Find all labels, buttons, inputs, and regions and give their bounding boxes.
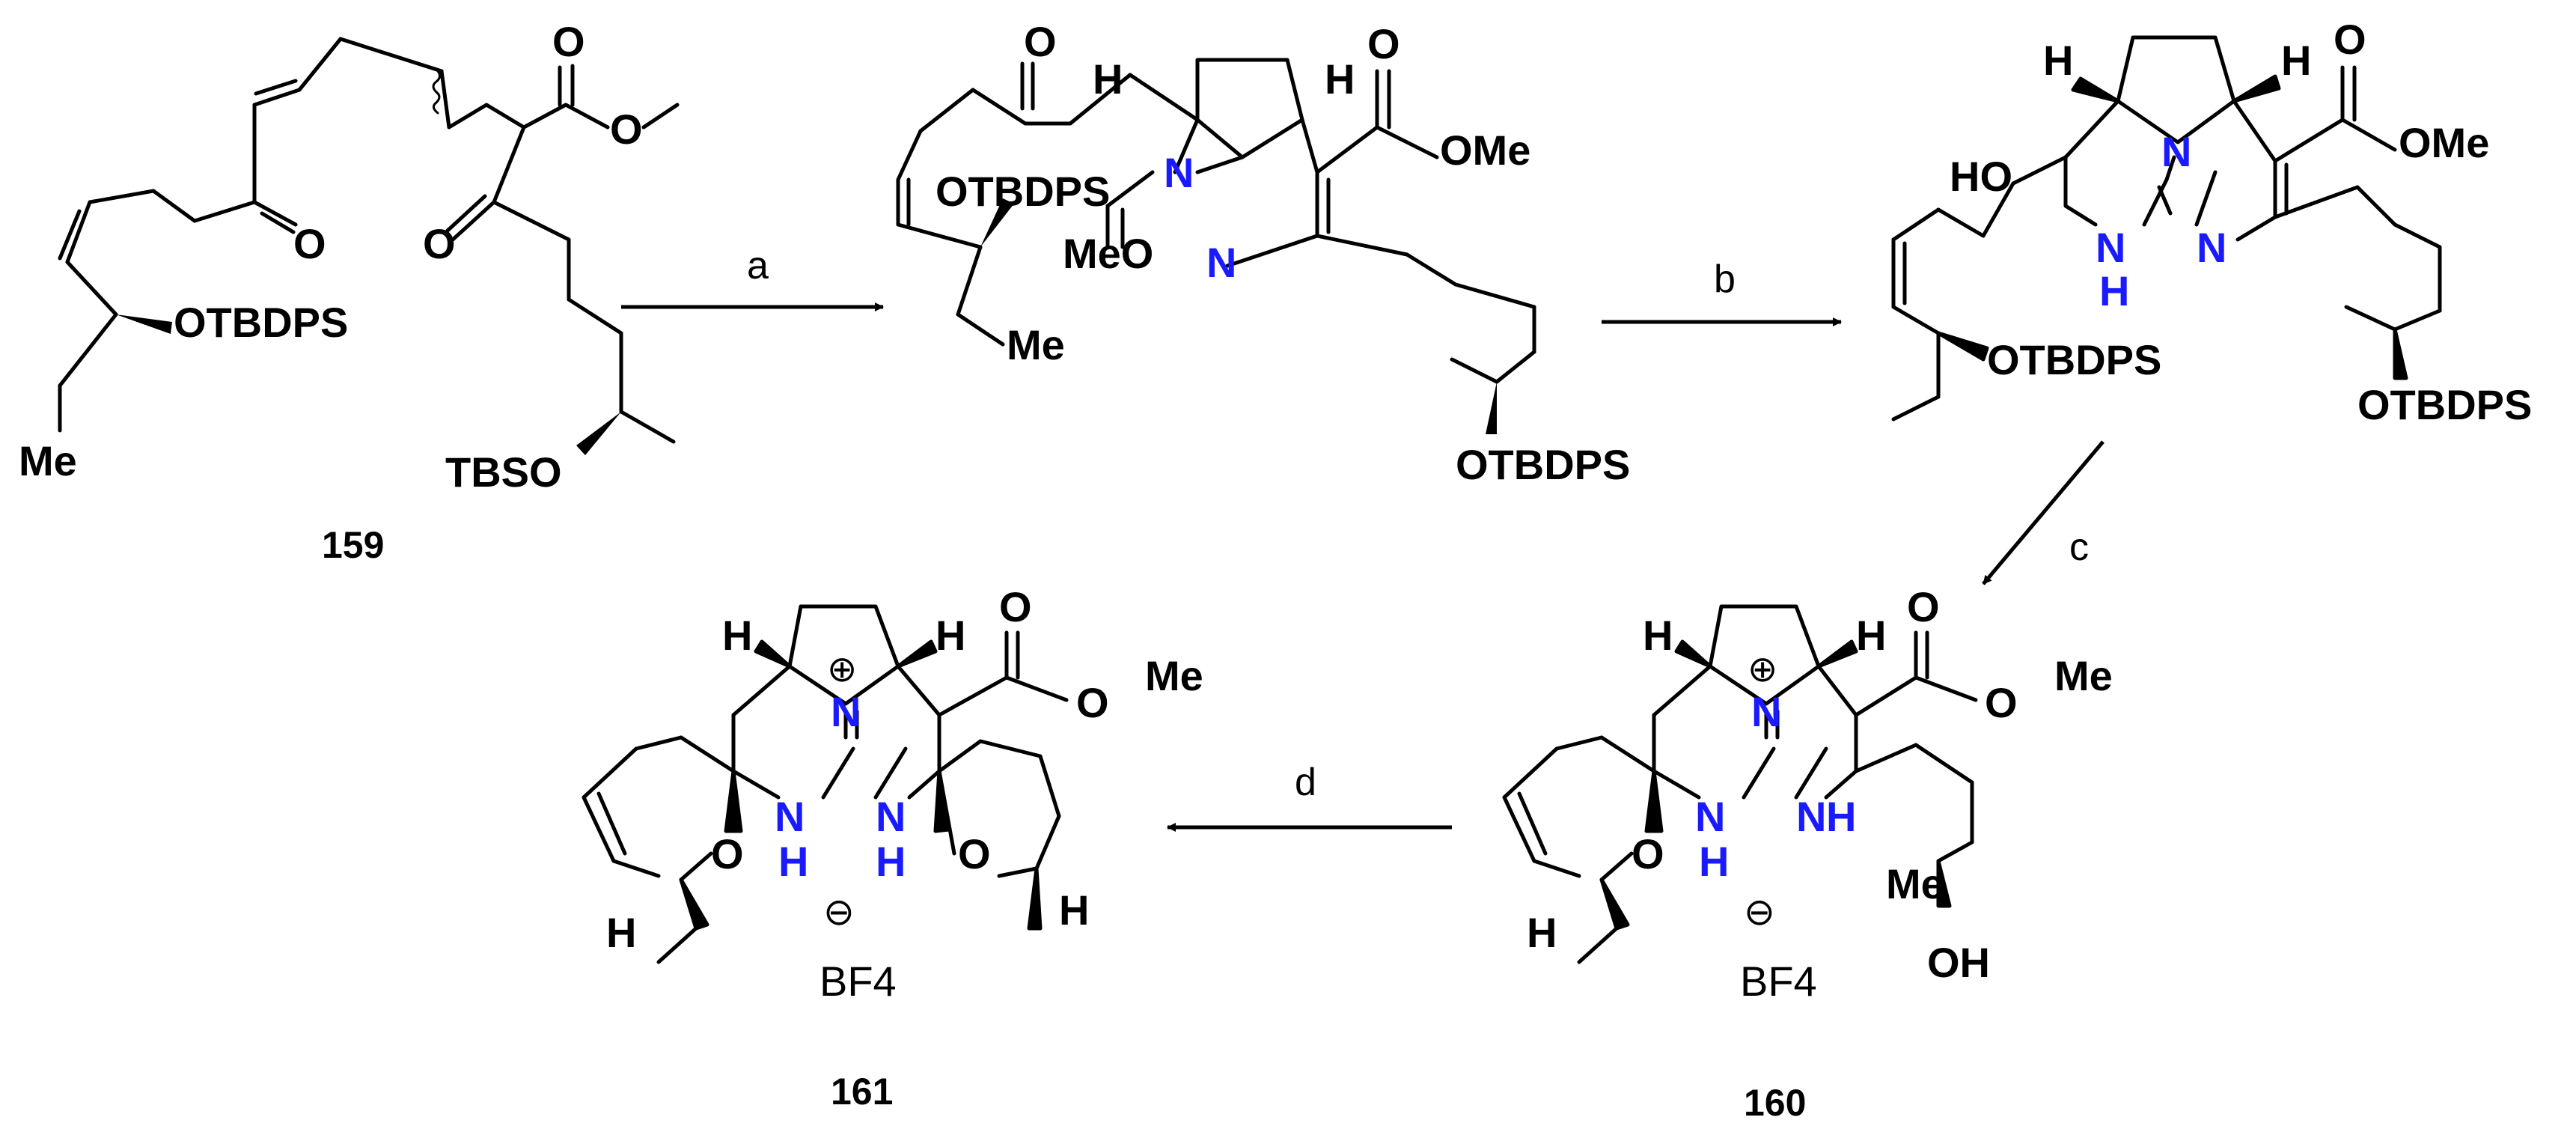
compound-160-labels: H H ⊕ N O O Me N H N H O ⊖ BF4 H Me OH 1… bbox=[1527, 583, 2113, 1124]
label-160-counterion-charge: ⊖ bbox=[1744, 891, 1775, 933]
intermediate-b-labels: H H N O OMe HO N H N OTBDPS OTBDPS bbox=[1950, 16, 2532, 428]
label-a-n-imine: N bbox=[1206, 239, 1236, 286]
label-161-counterion-charge: ⊖ bbox=[823, 891, 855, 933]
label-161-n-ring: N bbox=[831, 688, 861, 735]
label-159-o-ester-carbonyl: O bbox=[552, 18, 585, 65]
label-159-o-enone: O bbox=[293, 220, 326, 267]
label-a-o-ketone: O bbox=[1024, 18, 1057, 65]
label-a-h-left: H bbox=[1093, 55, 1123, 103]
label-161-h-stereo-right: H bbox=[1059, 886, 1089, 934]
label-161-h-stereo-left: H bbox=[606, 909, 636, 956]
intermediate-b bbox=[1891, 35, 2442, 422]
label-161-o-ether: O bbox=[1076, 679, 1109, 726]
label-160-n-ring: N bbox=[1751, 688, 1781, 735]
label-160-plus: ⊕ bbox=[1748, 650, 1777, 690]
label-a-n-ring: N bbox=[1164, 149, 1194, 196]
label-b-ho: HO bbox=[1950, 153, 2012, 200]
label-b-n-imine: N bbox=[2197, 224, 2226, 271]
label-160-me-side: Me bbox=[1886, 860, 1944, 907]
arrow-step-a: a bbox=[621, 244, 884, 311]
label-160-o-carbonyl: O bbox=[1907, 583, 1940, 630]
label-161-nh1-h: H bbox=[778, 838, 808, 885]
compound-160 bbox=[1502, 604, 1978, 964]
label-b-otbdps-right: OTBDPS bbox=[2357, 381, 2532, 428]
label-161-counterion: BF4 bbox=[820, 958, 897, 1005]
intermediate-a-labels: O H H N O OMe OTBDPS MeO N Me OTBDPS bbox=[936, 18, 1630, 488]
label-160-counterion: BF4 bbox=[1740, 958, 1817, 1005]
label-161-o-carbonyl: O bbox=[999, 583, 1032, 630]
arrow-step-c: c bbox=[1982, 440, 2105, 585]
label-159-me: Me bbox=[19, 437, 77, 484]
compound-161 bbox=[582, 604, 1069, 964]
label-a-o-ester: O bbox=[1367, 20, 1400, 67]
label-b-nh-h: H bbox=[2099, 267, 2129, 314]
label-159-tbso: TBSO bbox=[445, 448, 562, 496]
label-a-meo: MeO bbox=[1063, 230, 1153, 277]
label-b-otbdps-left: OTBDPS bbox=[1987, 336, 2161, 383]
label-160-h-left: H bbox=[1643, 612, 1673, 659]
label-160-h-stereo: H bbox=[1527, 909, 1557, 956]
label-160-nh2-h: H bbox=[1826, 793, 1856, 840]
label-a-otbdps-bottom: OTBDPS bbox=[1456, 441, 1630, 488]
label-161-h-left: H bbox=[722, 612, 752, 659]
label-161-h-right: H bbox=[936, 612, 965, 659]
compound-number-160: 160 bbox=[1744, 1082, 1806, 1124]
label-b-n-ring: N bbox=[2161, 128, 2191, 175]
label-160-o-ether: O bbox=[1985, 679, 2018, 726]
label-a-otbdps-top: OTBDPS bbox=[936, 168, 1110, 215]
label-step-c: c bbox=[2069, 526, 2089, 569]
compound-number-161: 161 bbox=[831, 1071, 893, 1113]
label-step-b: b bbox=[1714, 258, 1736, 301]
compound-161-labels: H H ⊕ N O O Me N H N H O O ⊖ BF4 H H 161 bbox=[606, 583, 1203, 1113]
label-161-nh2-n: N bbox=[876, 793, 906, 840]
label-161-nh1-n: N bbox=[775, 793, 805, 840]
label-a-ome-ester: OMe bbox=[1440, 127, 1530, 174]
label-161-plus: ⊕ bbox=[827, 650, 857, 690]
label-160-o-ring: O bbox=[1632, 830, 1664, 877]
label-159-otbdps: OTBDPS bbox=[174, 299, 348, 346]
compound-159 bbox=[58, 37, 680, 455]
label-a-h-right: H bbox=[1325, 55, 1355, 103]
label-161-o-ring-left: O bbox=[711, 830, 744, 877]
label-b-nh-n: N bbox=[2096, 224, 2125, 271]
label-b-h-right: H bbox=[2281, 37, 2311, 84]
label-161-me-ester: Me bbox=[1145, 652, 1203, 699]
label-161-o-ring-right: O bbox=[958, 830, 991, 877]
label-160-h-right: H bbox=[1856, 612, 1886, 659]
label-159-o-ester-ether: O bbox=[610, 106, 643, 153]
compound-number-159: 159 bbox=[322, 524, 384, 566]
label-159-o-ketone: O bbox=[423, 220, 456, 267]
label-b-h-left: H bbox=[2043, 37, 2073, 84]
label-160-me-ester: Me bbox=[2054, 652, 2113, 699]
label-160-oh: OH bbox=[1927, 939, 1990, 986]
label-160-nh2: N bbox=[1796, 793, 1826, 840]
arrow-step-d: d bbox=[1167, 761, 1452, 832]
intermediate-a bbox=[896, 58, 1536, 434]
label-b-ome-ester: OMe bbox=[2399, 119, 2489, 166]
label-step-d: d bbox=[1295, 761, 1316, 804]
arrow-step-b: b bbox=[1602, 258, 1842, 326]
label-b-o-ester: O bbox=[2334, 16, 2366, 63]
label-160-nh1-h: H bbox=[1699, 838, 1729, 885]
label-160-nh1-n: N bbox=[1695, 793, 1725, 840]
label-161-nh2-h: H bbox=[876, 838, 906, 885]
label-a-me: Me bbox=[1007, 321, 1065, 368]
compound-159-labels: O O O O OTBDPS Me TBSO 159 bbox=[19, 18, 643, 566]
label-step-a: a bbox=[747, 244, 769, 287]
